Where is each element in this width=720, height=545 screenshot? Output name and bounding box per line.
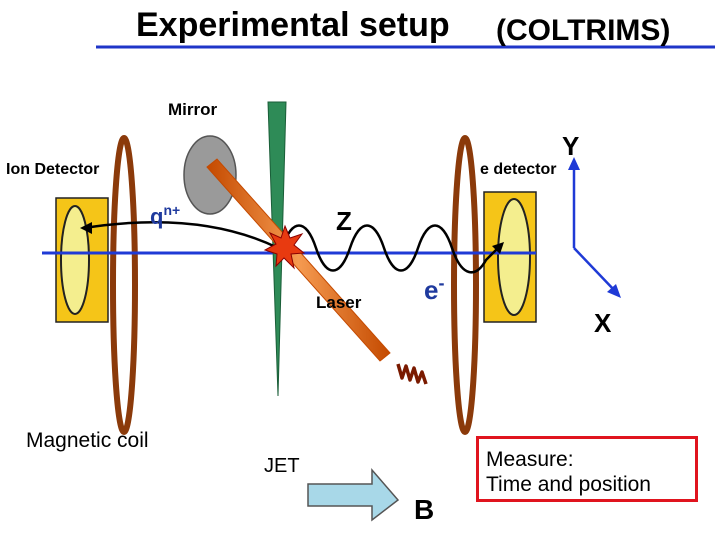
electron-label: e- — [424, 274, 444, 303]
laser-beam — [206, 158, 391, 362]
ion-label: qn+ — [150, 203, 180, 228]
measure-detail: Time and position — [486, 473, 651, 496]
magnetic-coil-label: Magnetic coil — [26, 429, 149, 452]
electron-trajectory-arrowhead — [492, 242, 504, 254]
electron-symbol: e — [424, 275, 439, 305]
y-axis-arrowhead — [568, 157, 580, 170]
ion-symbol: q — [150, 204, 164, 229]
ion-charge: n+ — [163, 202, 181, 218]
ion-detector-label: Ion Detector — [6, 161, 100, 178]
photon-wave — [396, 363, 428, 385]
measure-title: Measure: — [486, 448, 574, 471]
ion-trajectory — [83, 220, 279, 250]
ion-detector — [55, 197, 109, 323]
laser-label: Laser — [316, 293, 362, 312]
measure-box: Measure: Time and position — [476, 436, 698, 502]
electron-trajectory — [280, 224, 501, 274]
magnetic-coil-left — [110, 135, 138, 435]
x-axis-arrow — [573, 247, 617, 293]
electron-detector — [483, 191, 537, 323]
b-field-arrow — [307, 467, 400, 522]
jet-label: JET — [264, 455, 300, 477]
mirror — [183, 135, 237, 215]
mirror-label: Mirror — [168, 100, 218, 119]
reaction-point-star — [263, 224, 306, 270]
z-axis-label: Z — [336, 206, 352, 236]
ion-trajectory-arrowhead — [80, 222, 92, 234]
x-axis-label: X — [594, 308, 612, 338]
diagram-title: Experimental setup — [136, 6, 450, 44]
electron-charge: - — [438, 273, 445, 293]
y-axis-label: Y — [562, 131, 580, 161]
b-field-label: B — [414, 494, 435, 525]
magnetic-coil-right — [451, 135, 479, 435]
x-axis-arrowhead — [607, 284, 621, 298]
electron-detector-label: e detector — [480, 161, 557, 178]
diagram-subtitle: (COLTRIMS) — [496, 14, 671, 47]
